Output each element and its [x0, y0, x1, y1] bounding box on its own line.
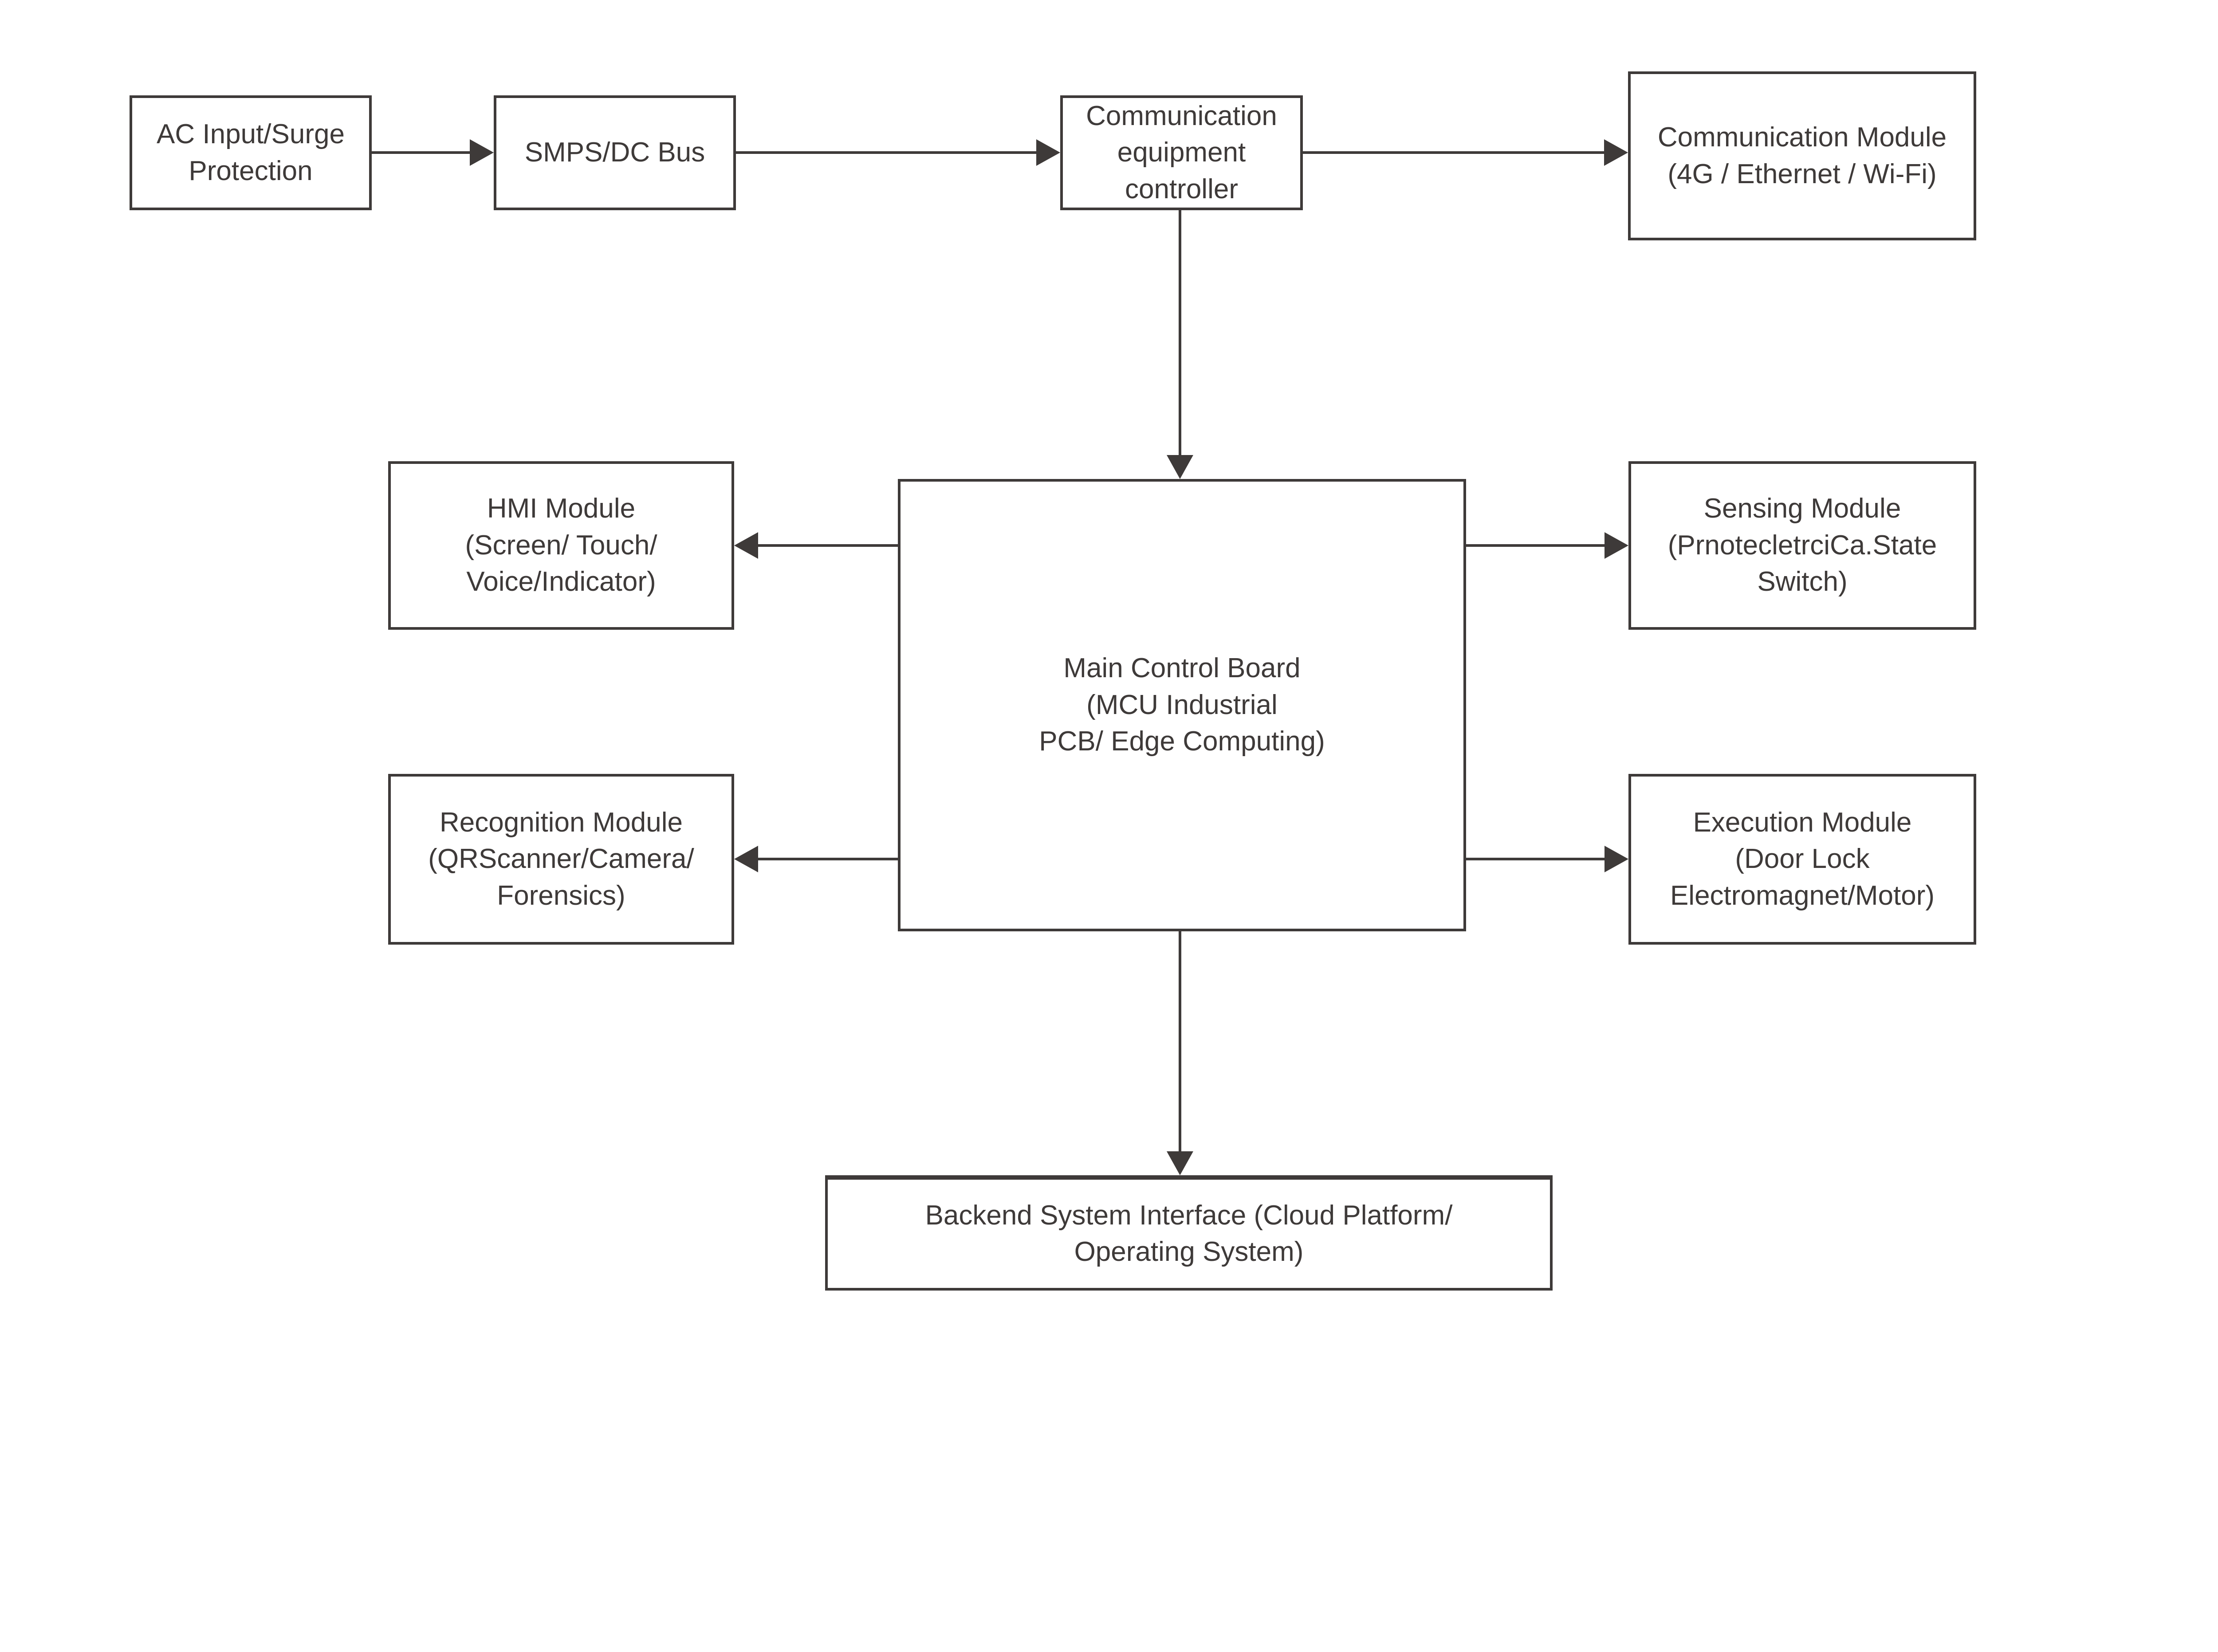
node-ac-input-surge-protection: AC Input/Surge Protection [130, 95, 372, 210]
connector-main-to-sensing-line [1466, 544, 1605, 547]
arrowhead-main-to-hmi-icon [734, 532, 758, 559]
node-label: Communication equipment controller [1086, 100, 1277, 204]
arrowhead-main-to-execution-icon [1605, 846, 1628, 872]
arrowhead-smps-to-controller-icon [1036, 139, 1060, 166]
node-main-control-board: Main Control Board (MCU Industrial PCB/ … [898, 479, 1466, 931]
arrowhead-ac-to-smps-icon [470, 139, 494, 166]
node-sensing-module: Sensing Module (PrnotecletrciCa.State Sw… [1628, 461, 1976, 630]
connector-controller-to-main-line [1179, 210, 1181, 456]
arrowhead-main-to-sensing-icon [1605, 532, 1628, 559]
node-label: Communication Module (4G / Ethernet / Wi… [1657, 122, 1947, 189]
node-label: Sensing Module (PrnotecletrciCa.State Sw… [1667, 493, 1937, 597]
node-recognition-module: Recognition Module (QRScanner/Camera/ Fo… [388, 774, 734, 945]
node-communication-equipment-controller: Communication equipment controller [1060, 95, 1303, 210]
arrowhead-controller-to-comm-icon [1604, 139, 1628, 166]
connector-ac-to-smps-line [372, 151, 471, 154]
connector-main-to-hmi-line [758, 544, 898, 547]
node-smps-dc-bus: SMPS/DC Bus [494, 95, 736, 210]
connector-controller-to-comm-line [1303, 151, 1605, 154]
node-label: Recognition Module (QRScanner/Camera/ Fo… [428, 807, 694, 911]
connector-smps-to-controller-line [736, 151, 1037, 154]
node-label: Execution Module (Door Lock Electromagne… [1670, 807, 1935, 911]
node-communication-module: Communication Module (4G / Ethernet / Wi… [1628, 71, 1976, 240]
connector-main-to-recognition-line [758, 858, 898, 860]
node-label: Backend System Interface (Cloud Platform… [925, 1200, 1453, 1267]
arrowhead-controller-to-main-icon [1167, 455, 1193, 479]
arrowhead-main-to-backend-icon [1167, 1151, 1193, 1175]
node-backend-system-interface: Backend System Interface (Cloud Platform… [825, 1175, 1553, 1291]
node-execution-module: Execution Module (Door Lock Electromagne… [1628, 774, 1976, 945]
arrowhead-main-to-recognition-icon [734, 846, 758, 872]
node-label: SMPS/DC Bus [524, 137, 705, 168]
node-label: AC Input/Surge Protection [157, 119, 345, 186]
connector-main-to-backend-line [1179, 931, 1181, 1152]
connector-main-to-execution-line [1466, 858, 1605, 860]
node-label: Main Control Board (MCU Industrial PCB/ … [1039, 653, 1325, 757]
node-hmi-module: HMI Module (Screen/ Touch/ Voice/Indicat… [388, 461, 734, 630]
node-label: HMI Module (Screen/ Touch/ Voice/Indicat… [465, 493, 657, 597]
